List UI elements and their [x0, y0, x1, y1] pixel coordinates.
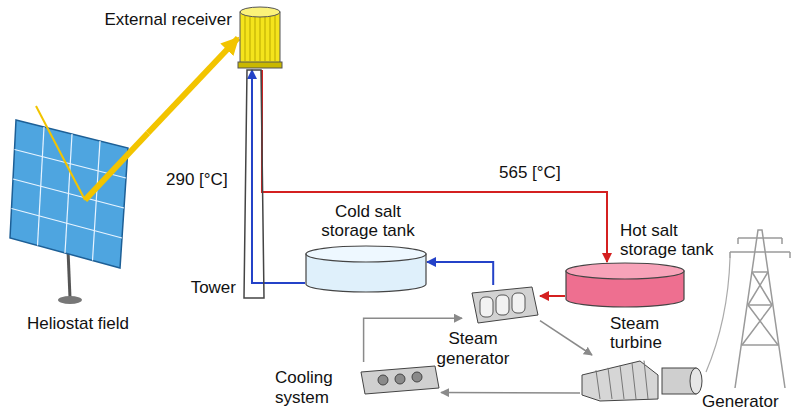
- receiver-tube: [250, 15, 251, 61]
- cooling-fan: [378, 375, 388, 385]
- label-block: Tower: [191, 278, 236, 298]
- component-label: Heliostat field: [8, 314, 148, 334]
- hot-salt-tank-shape: [565, 262, 685, 308]
- tower-arms: [730, 238, 790, 258]
- component-label: Hot salt storage tank: [620, 221, 738, 260]
- external-receiver-shape: [238, 6, 282, 70]
- heat-exchanger: [512, 293, 525, 313]
- cold-salt-tank-shape: [305, 245, 427, 293]
- heliostat-base: [58, 296, 82, 304]
- receiver-tube: [270, 15, 271, 61]
- turbine-rib: [608, 368, 612, 399]
- steam-turbine-shape: [580, 355, 660, 403]
- flow-connector: [540, 295, 565, 297]
- label-block: External receiver: [104, 10, 232, 30]
- sun-ray: [36, 106, 85, 200]
- tower-shape: [242, 70, 266, 298]
- heat-exchanger: [496, 295, 509, 315]
- turbine-rib: [644, 361, 648, 399]
- mirror-grid: [93, 141, 101, 261]
- label-block: Heliostat field: [8, 314, 148, 334]
- steam-generator-shape: [462, 285, 540, 327]
- receiver-tube: [265, 15, 266, 61]
- label-block: Cooling system: [275, 368, 347, 407]
- cold-salt-tank: Cold salt storage tank: [305, 245, 427, 293]
- heliostat-field-shape: [8, 110, 148, 310]
- turbine-rib: [632, 363, 636, 399]
- cooling-system: Cooling system: [355, 362, 441, 396]
- heat-exchanger: [480, 297, 493, 317]
- component-label: Cooling system: [275, 368, 347, 407]
- heliostat-pole: [68, 250, 70, 298]
- receiver-tube: [275, 15, 276, 61]
- steam-generator: Steam generator: [462, 285, 540, 327]
- reflected-ray: [85, 133, 148, 200]
- receiver-tube: [245, 15, 246, 61]
- label-block: Hot salt storage tank: [620, 221, 738, 260]
- temperature-label: 290 [°C]: [164, 170, 230, 190]
- flow-connector: [540, 321, 592, 355]
- flow-connector: [148, 38, 238, 133]
- tower-crossbars: [742, 272, 778, 345]
- power-line: [706, 258, 730, 372]
- hot-salt-tank: Hot salt storage tank: [565, 262, 685, 308]
- component-label: Steam generator: [428, 329, 518, 368]
- tower-column: [244, 70, 264, 298]
- cooling-fan: [412, 372, 422, 382]
- tower: Tower: [242, 70, 266, 298]
- flow-connector: [427, 262, 493, 285]
- label-block: Generator: [702, 392, 779, 412]
- flow-connector: [441, 392, 580, 394]
- tower-bracing: [742, 272, 778, 345]
- component-label: Steam turbine: [610, 314, 684, 353]
- flow-connector: [252, 70, 305, 283]
- component-label: Tower: [191, 278, 236, 298]
- turbine-rib: [596, 370, 600, 399]
- tank-lid: [566, 263, 684, 279]
- tank-lid: [306, 246, 426, 262]
- receiver-body: [240, 12, 280, 64]
- steam-turbine: Steam turbine: [580, 355, 660, 403]
- receiver-tube: [255, 15, 256, 61]
- cooling-system-shape: [355, 362, 441, 396]
- tower-legs: [735, 230, 785, 388]
- generator-shape: [660, 362, 704, 398]
- turbine-casing: [582, 361, 658, 401]
- external-receiver: External receiver: [238, 6, 282, 70]
- heliostat-panel: [10, 120, 128, 268]
- generator: Generator: [660, 362, 704, 398]
- generator-end: [690, 368, 702, 394]
- label-block: Cold salt storage tank: [309, 202, 427, 241]
- transmission-tower: [730, 230, 790, 388]
- label-block: Steam turbine: [610, 314, 684, 353]
- component-label: External receiver: [104, 10, 232, 30]
- heliostat-field: Heliostat field: [8, 110, 148, 310]
- component-label: Generator: [702, 392, 779, 412]
- receiver-tube: [260, 15, 261, 61]
- turbine-rib: [620, 365, 624, 399]
- temperature-label: 565 [°C]: [497, 163, 563, 183]
- mirror-grid: [13, 179, 124, 208]
- steam-generator-case: [472, 287, 538, 323]
- cooling-unit: [361, 366, 439, 394]
- flow-connector: [262, 70, 607, 262]
- receiver-top: [240, 7, 280, 17]
- label-block: Steam generator: [428, 329, 518, 368]
- mirror-grid: [12, 209, 123, 239]
- receiver-ring: [238, 62, 282, 68]
- cooling-fan: [395, 374, 405, 384]
- component-label: Cold salt storage tank: [309, 202, 427, 241]
